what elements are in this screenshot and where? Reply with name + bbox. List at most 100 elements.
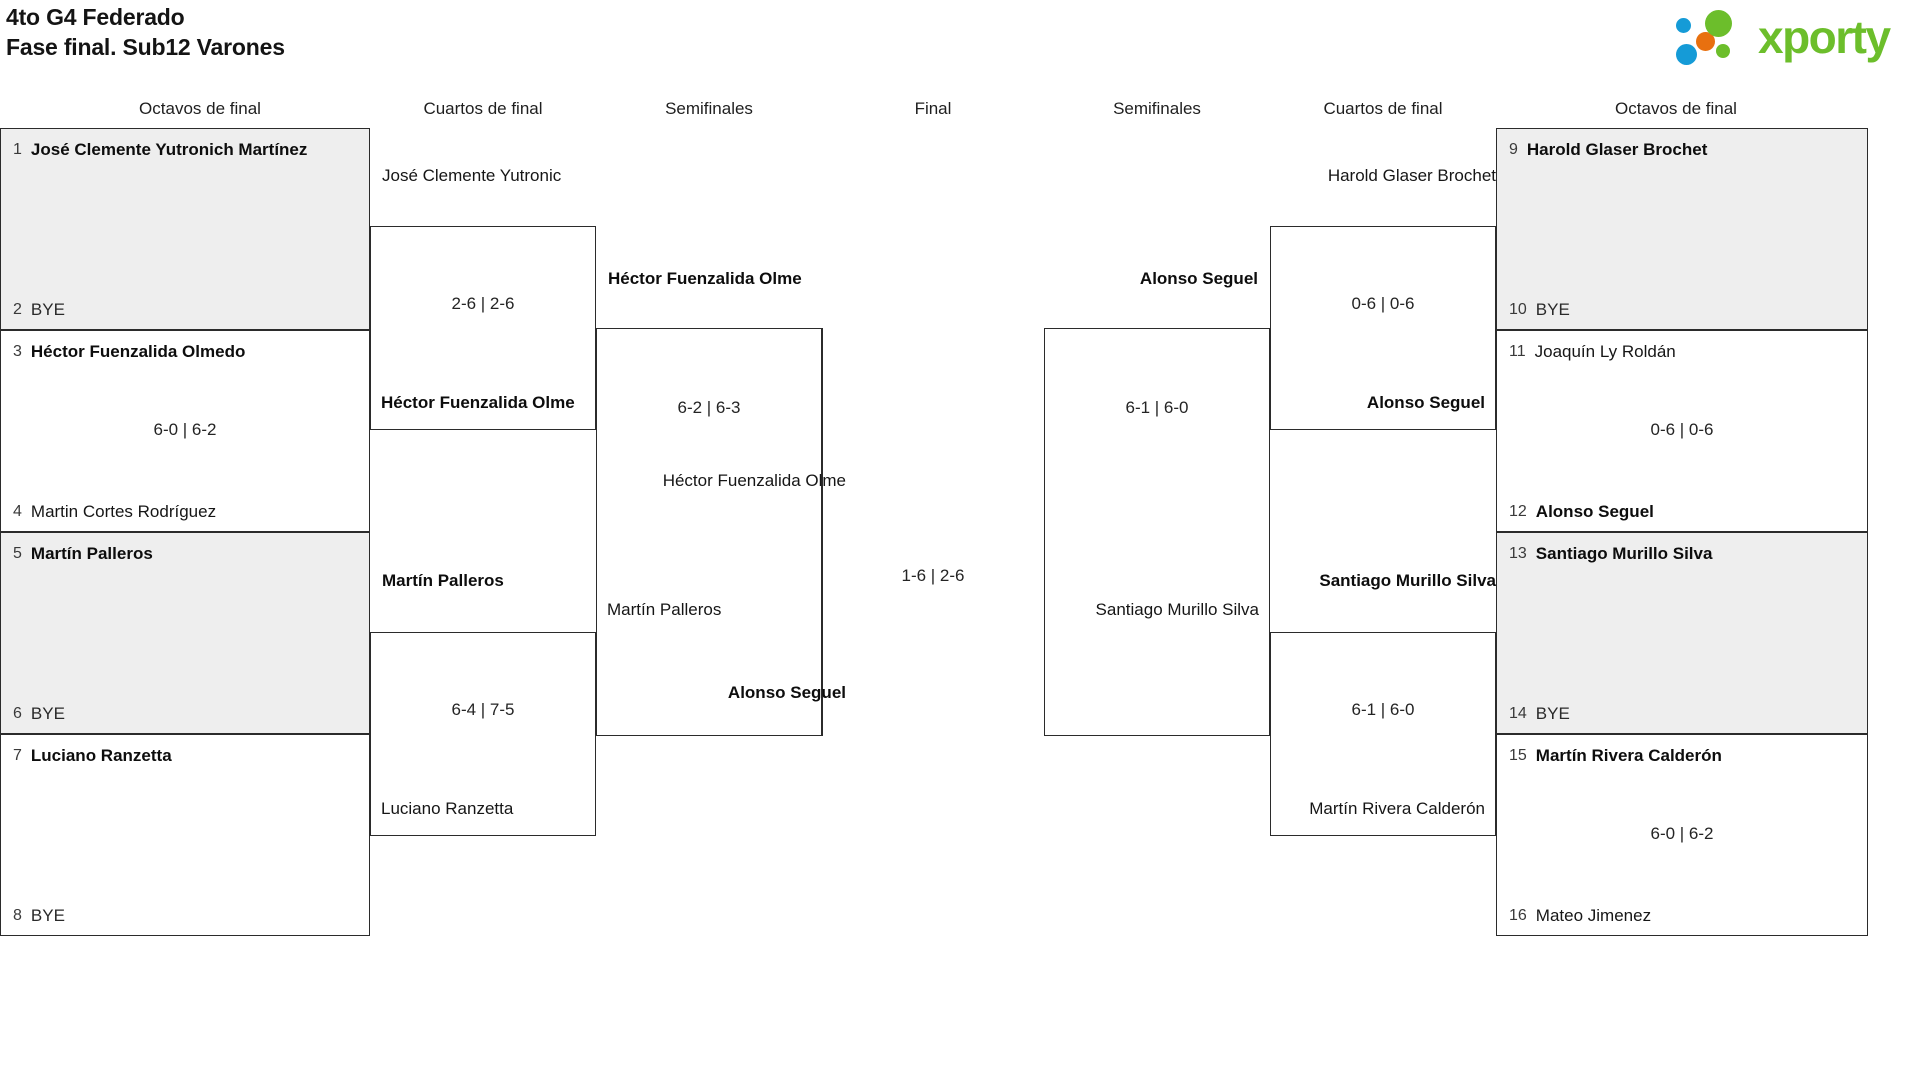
player-name: Martín Palleros xyxy=(607,600,722,619)
page-title: 4to G4 Federado Fase final. Sub12 Varone… xyxy=(6,2,285,62)
match-box-left-sf-1[interactable]: 6-2 | 6-3 Martín Palleros xyxy=(596,328,822,736)
round-header-left-r16: Octavos de final xyxy=(139,99,261,118)
player-slot-seed-1[interactable]: 1 José Clemente Yutronich Martínez xyxy=(13,139,307,161)
round-header-final: Final xyxy=(914,99,952,118)
match-score: 6-1 | 6-0 xyxy=(1125,398,1189,417)
player-slot-seed-7[interactable]: 7 Luciano Ranzetta xyxy=(13,745,172,767)
seed-number: 2 xyxy=(13,301,22,318)
match-box-right-r16-1[interactable]: 9 Harold Glaser Brochet 10 BYE xyxy=(1496,128,1868,330)
player-name: Alonso Seguel xyxy=(1366,393,1485,412)
player-name: Joaquín Ly Roldán xyxy=(1534,342,1676,361)
logo-dots-icon xyxy=(1676,10,1754,66)
match-box-right-qf-2[interactable]: 6-1 | 6-0 Martín Rivera Calderón xyxy=(1270,632,1496,836)
player-slot-seed-11[interactable]: 11 Joaquín Ly Roldán xyxy=(1509,341,1676,363)
player-slot-seed-4[interactable]: 4 Martin Cortes Rodríguez xyxy=(13,501,216,523)
player-slot-qf-winner[interactable]: Héctor Fuenzalida Olme xyxy=(381,392,575,414)
player-name: Martín Palleros xyxy=(382,571,504,590)
player-slot-seed-2[interactable]: 2 BYE xyxy=(13,299,65,321)
match-score: 6-1 | 6-0 xyxy=(1351,700,1415,719)
seed-number: 5 xyxy=(13,545,22,562)
player-label-final-top[interactable]: Héctor Fuenzalida Olme xyxy=(610,470,846,492)
player-slot-seed-16[interactable]: 16 Mateo Jimenez xyxy=(1509,905,1651,927)
player-slot-seed-9[interactable]: 9 Harold Glaser Brochet xyxy=(1509,139,1707,161)
logo-wordmark: xporty xyxy=(1758,11,1891,63)
seed-number: 11 xyxy=(1509,343,1526,360)
seed-number: 16 xyxy=(1509,907,1527,924)
seed-number: 1 xyxy=(13,141,22,158)
player-slot-sf-loser[interactable]: Martín Palleros xyxy=(607,599,721,621)
match-box-left-qf-1[interactable]: 2-6 | 2-6 Héctor Fuenzalida Olme xyxy=(370,226,596,430)
match-box-left-r16-4[interactable]: 7 Luciano Ranzetta 8 BYE xyxy=(0,734,370,936)
player-name: Santiago Murillo Silva xyxy=(1535,544,1713,563)
player-name: Héctor Fuenzalida Olmedo xyxy=(30,342,246,361)
player-slot-seed-6[interactable]: 6 BYE xyxy=(13,703,65,725)
player-slot-seed-5[interactable]: 5 Martín Palleros xyxy=(13,543,153,565)
player-slot-qf-loser[interactable]: Luciano Ranzetta xyxy=(381,798,513,820)
player-name: BYE xyxy=(1535,300,1570,319)
player-name: Santiago Murillo Silva xyxy=(1319,571,1496,590)
seed-number: 15 xyxy=(1509,747,1527,764)
match-score: 0-6 | 0-6 xyxy=(1351,294,1415,313)
player-slot-sf-loser[interactable]: Santiago Murillo Silva xyxy=(1096,599,1259,621)
round-header-right-qf: Cuartos de final xyxy=(1323,99,1443,118)
player-label-left-qf-2-top[interactable]: Martín Palleros xyxy=(382,570,594,592)
player-name: José Clemente Yutronich Martínez xyxy=(30,140,308,159)
seed-number: 4 xyxy=(13,503,22,520)
player-label-right-sf-top[interactable]: Alonso Seguel xyxy=(1046,268,1258,290)
player-label-left-qf-1-top[interactable]: José Clemente Yutronic xyxy=(382,165,594,187)
match-box-right-r16-2[interactable]: 11 Joaquín Ly Roldán 0-6 | 0-6 12 Alonso… xyxy=(1496,330,1868,532)
player-name: BYE xyxy=(30,906,65,925)
match-box-right-r16-3[interactable]: 13 Santiago Murillo Silva 14 BYE xyxy=(1496,532,1868,734)
player-label-right-qf-1-top[interactable]: Harold Glaser Brochet xyxy=(1284,165,1496,187)
player-name: Luciano Ranzetta xyxy=(381,799,514,818)
player-name: Martín Palleros xyxy=(30,544,153,563)
seed-number: 14 xyxy=(1509,705,1527,722)
match-box-right-sf-1[interactable]: 6-1 | 6-0 Santiago Murillo Silva xyxy=(1044,328,1270,736)
match-score: 6-2 | 6-3 xyxy=(677,398,741,417)
match-score: 0-6 | 0-6 xyxy=(1650,420,1714,439)
player-slot-seed-10[interactable]: 10 BYE xyxy=(1509,299,1570,321)
player-slot-seed-12[interactable]: 12 Alonso Seguel xyxy=(1509,501,1654,523)
player-name: Harold Glaser Brochet xyxy=(1327,166,1496,185)
player-name: BYE xyxy=(1535,704,1570,723)
player-name: BYE xyxy=(30,704,65,723)
player-slot-qf-winner[interactable]: Alonso Seguel xyxy=(1367,392,1485,414)
match-score: 2-6 | 2-6 xyxy=(451,294,515,313)
seed-number: 10 xyxy=(1509,301,1527,318)
seed-number: 7 xyxy=(13,747,22,764)
seed-number: 9 xyxy=(1509,141,1518,158)
match-box-left-r16-1[interactable]: 1 José Clemente Yutronich Martínez 2 BYE xyxy=(0,128,370,330)
player-slot-seed-3[interactable]: 3 Héctor Fuenzalida Olmedo xyxy=(13,341,245,363)
player-slot-seed-14[interactable]: 14 BYE xyxy=(1509,703,1570,725)
player-slot-seed-15[interactable]: 15 Martín Rivera Calderón xyxy=(1509,745,1722,767)
seed-number: 8 xyxy=(13,907,22,924)
player-name: Martin Cortes Rodríguez xyxy=(30,502,217,521)
match-score: 6-0 | 6-2 xyxy=(1650,824,1714,843)
player-name: Alonso Seguel xyxy=(727,683,846,702)
final-score: 1-6 | 2-6 xyxy=(901,566,965,585)
match-box-left-qf-2[interactable]: 6-4 | 7-5 Luciano Ranzetta xyxy=(370,632,596,836)
player-name: Mateo Jimenez xyxy=(1535,906,1652,925)
match-box-left-r16-2[interactable]: 3 Héctor Fuenzalida Olmedo 6-0 | 6-2 4 M… xyxy=(0,330,370,532)
player-name: Luciano Ranzetta xyxy=(30,746,172,765)
match-box-left-r16-3[interactable]: 5 Martín Palleros 6 BYE xyxy=(0,532,370,734)
match-score: 6-4 | 7-5 xyxy=(451,700,515,719)
player-slot-qf-loser[interactable]: Martín Rivera Calderón xyxy=(1309,798,1485,820)
match-box-right-r16-4[interactable]: 15 Martín Rivera Calderón 6-0 | 6-2 16 M… xyxy=(1496,734,1868,936)
player-name: Héctor Fuenzalida Olme xyxy=(608,269,802,288)
seed-number: 6 xyxy=(13,705,22,722)
player-slot-seed-13[interactable]: 13 Santiago Murillo Silva xyxy=(1509,543,1712,565)
player-slot-seed-8[interactable]: 8 BYE xyxy=(13,905,65,927)
seed-number: 3 xyxy=(13,343,22,360)
player-label-left-sf-top[interactable]: Héctor Fuenzalida Olme xyxy=(608,268,820,290)
player-name: Harold Glaser Brochet xyxy=(1526,140,1708,159)
player-label-right-qf-2-top[interactable]: Santiago Murillo Silva xyxy=(1284,570,1496,592)
player-label-final-winner[interactable]: Alonso Seguel xyxy=(610,682,846,704)
match-box-right-qf-1[interactable]: 0-6 | 0-6 Alonso Seguel xyxy=(1270,226,1496,430)
xporty-logo: xporty xyxy=(1676,8,1912,66)
round-header-right-r16: Octavos de final xyxy=(1615,99,1737,118)
final-divider xyxy=(822,328,823,736)
round-header-left-sf: Semifinales xyxy=(665,99,753,118)
seed-number: 12 xyxy=(1509,503,1527,520)
